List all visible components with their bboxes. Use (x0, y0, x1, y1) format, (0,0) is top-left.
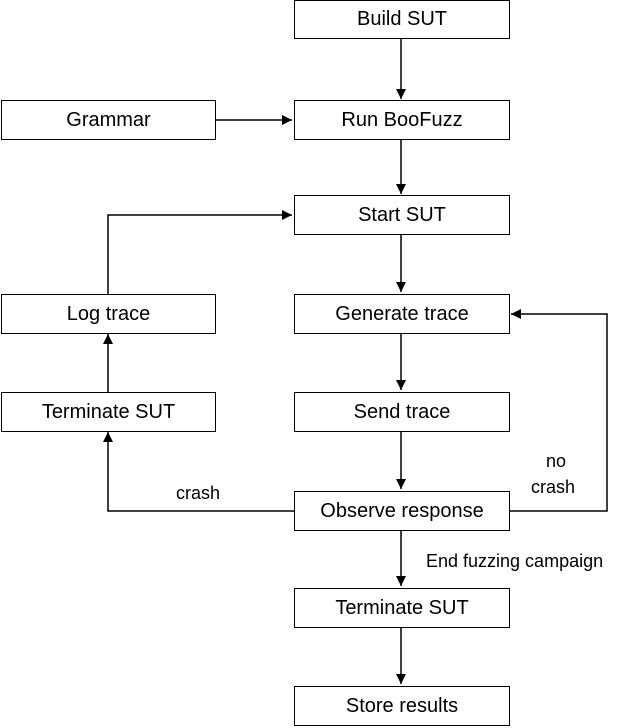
no-crash-edge-label-line1: no (546, 451, 567, 471)
edge-observe-to-terminate-left (103, 432, 294, 512)
store-results-node: Store results (294, 686, 510, 726)
start-sut-node: Start SUT (294, 195, 510, 235)
edge-observe-to-generate (510, 309, 608, 512)
run-boofuzz-node: Run BooFuzz (294, 100, 510, 140)
terminate-sut-left-node: Terminate SUT (1, 392, 216, 432)
end-campaign-edge-label: End fuzzing campaign (426, 551, 604, 571)
grammar-node: Grammar (1, 100, 216, 140)
send-trace-node: Send trace (294, 392, 510, 432)
build-sut-node: Build SUT (294, 0, 510, 39)
terminate-sut-bottom-node: Terminate SUT (294, 588, 510, 628)
observe-response-node: Observe response (294, 491, 510, 531)
log-trace-node: Log trace (1, 294, 216, 334)
crash-edge-label: crash (176, 483, 221, 503)
no-crash-edge-label-line2: crash (531, 477, 576, 497)
generate-trace-node: Generate trace (294, 294, 510, 334)
edge-log-to-start (107, 210, 292, 294)
